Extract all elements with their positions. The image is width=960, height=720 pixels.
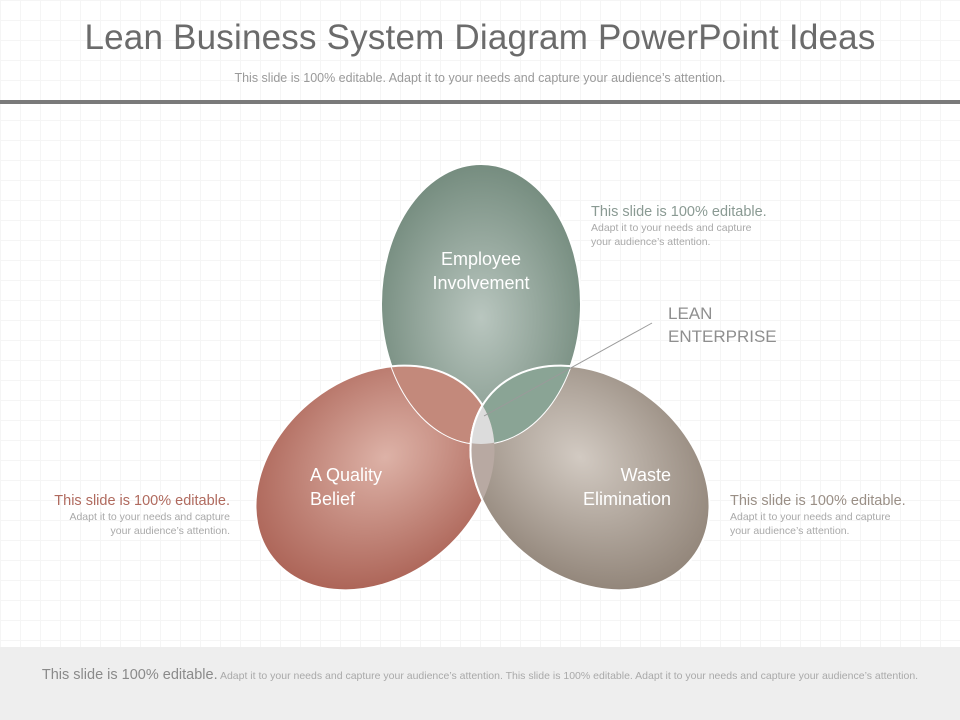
note-top-right-body-2: your audience’s attention.: [591, 236, 711, 248]
note-left-heading: This slide is 100% editable.: [54, 493, 230, 509]
footer-text: This slide is 100% editable. Adapt it to…: [30, 668, 930, 683]
overlap-top-left: [381, 364, 496, 444]
label-waste-elimination: Waste Elimination: [582, 465, 671, 509]
footer-body: Adapt it to your needs and capture your …: [219, 670, 919, 682]
overlap-top-right: [469, 364, 581, 444]
header-divider: [0, 100, 960, 104]
slide-subtitle: This slide is 100% editable. Adapt it to…: [234, 71, 726, 85]
slide-title: Lean Business System Diagram PowerPoint …: [84, 18, 876, 57]
note-left-body-1: Adapt it to your needs and capture: [69, 511, 230, 523]
note-top-right: This slide is 100% editable. Adapt it to…: [591, 203, 811, 249]
footer-heading: This slide is 100% editable.: [41, 667, 218, 683]
label-employee-involvement: Employee Involvement: [432, 249, 530, 293]
label-lean-enterprise: LEAN ENTERPRISE: [668, 304, 777, 346]
footer-bar: [0, 647, 960, 720]
note-right-body-2: your audience’s attention.: [730, 525, 850, 537]
label-quality-belief: A Quality Belief: [310, 465, 383, 509]
note-top-right-heading: This slide is 100% editable.: [591, 204, 767, 220]
note-right-body-1: Adapt it to your needs and capture: [730, 511, 891, 523]
note-right-heading: This slide is 100% editable.: [730, 493, 906, 509]
lean-enterprise-leader-line: [483, 322, 653, 417]
note-left: This slide is 100% editable. Adapt it to…: [10, 492, 230, 538]
note-top-right-body-1: Adapt it to your needs and capture: [591, 222, 752, 234]
note-left-body-2: your audience’s attention.: [110, 525, 230, 537]
note-right: This slide is 100% editable. Adapt it to…: [730, 492, 950, 538]
